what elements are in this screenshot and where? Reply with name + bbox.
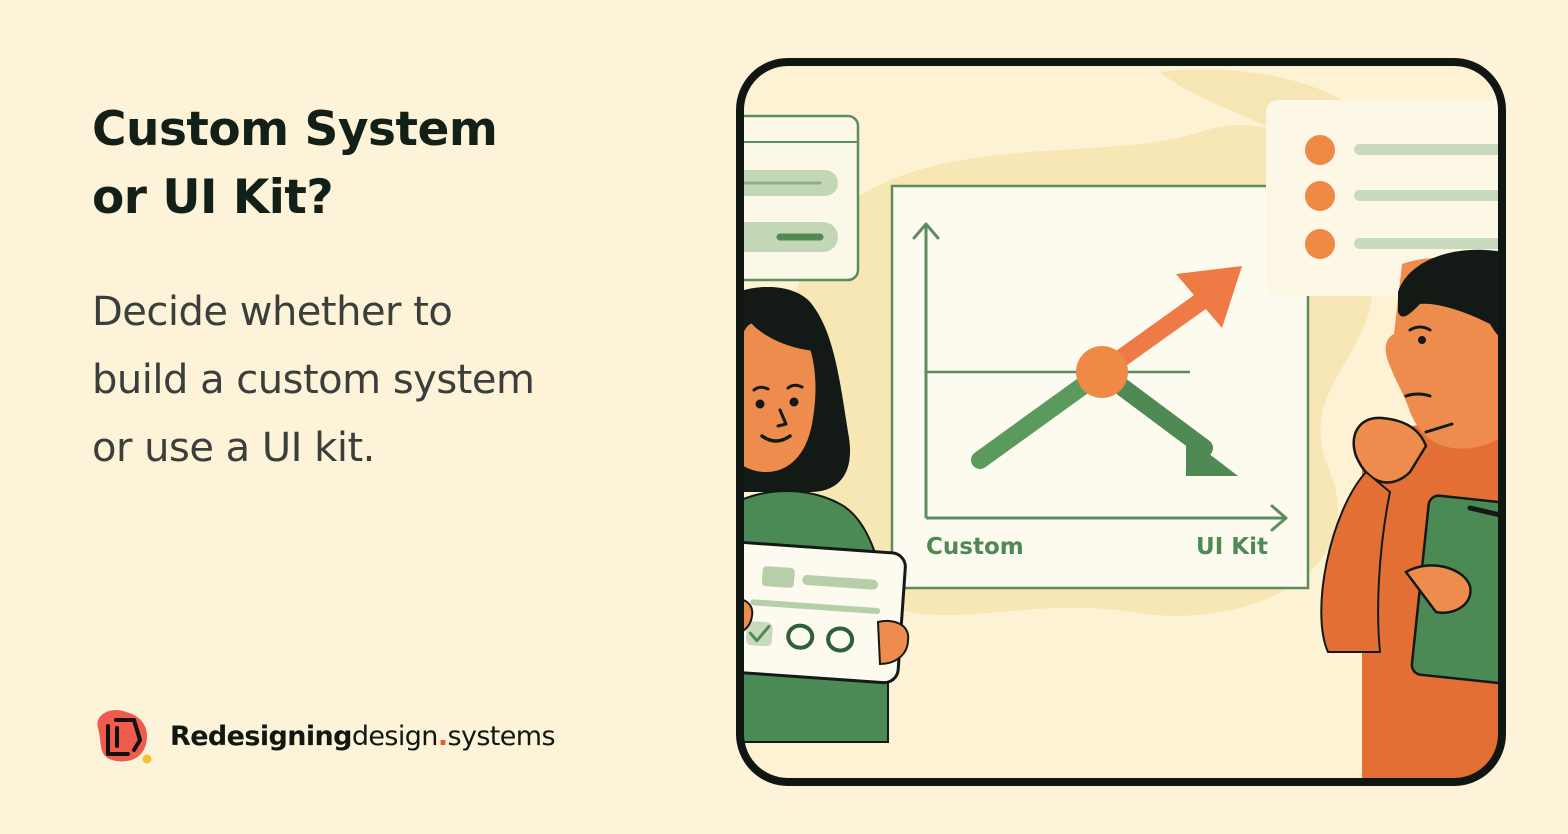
illustration-svg: Custom UI Kit [736, 58, 1506, 786]
page-title: Custom System or UI Kit? [92, 96, 692, 232]
brand-dot: . [437, 720, 448, 752]
chart-label-ui-kit: UI Kit [1196, 534, 1268, 560]
man-figure [1320, 249, 1502, 782]
brand-part-3: systems [447, 720, 555, 752]
subtitle-line-3: or use a UI kit. [92, 425, 375, 471]
subtitle-line-1: Decide whether to [92, 289, 453, 335]
chart-label-custom: Custom [926, 534, 1024, 560]
brand-part-1: Redesigning [170, 720, 352, 752]
title-line-1: Custom System [92, 102, 498, 157]
illustration-card: Custom UI Kit [730, 52, 1512, 792]
floating-panel-left [740, 114, 860, 282]
brand-part-2: design [351, 720, 439, 752]
title-line-2: or UI Kit? [92, 170, 334, 225]
checklist-panel [1266, 100, 1502, 296]
redesigning-logo-icon [97, 709, 152, 764]
chart-board: Custom UI Kit [890, 184, 1310, 590]
woman-figure [740, 286, 910, 743]
brand-footer[interactable]: Redesigningdesign.systems [90, 706, 556, 766]
page-subtitle: Decide whether to build a custom system … [92, 278, 652, 482]
subtitle-line-2: build a custom system [92, 357, 535, 403]
brand-wordmark: Redesigningdesign.systems [170, 720, 556, 752]
